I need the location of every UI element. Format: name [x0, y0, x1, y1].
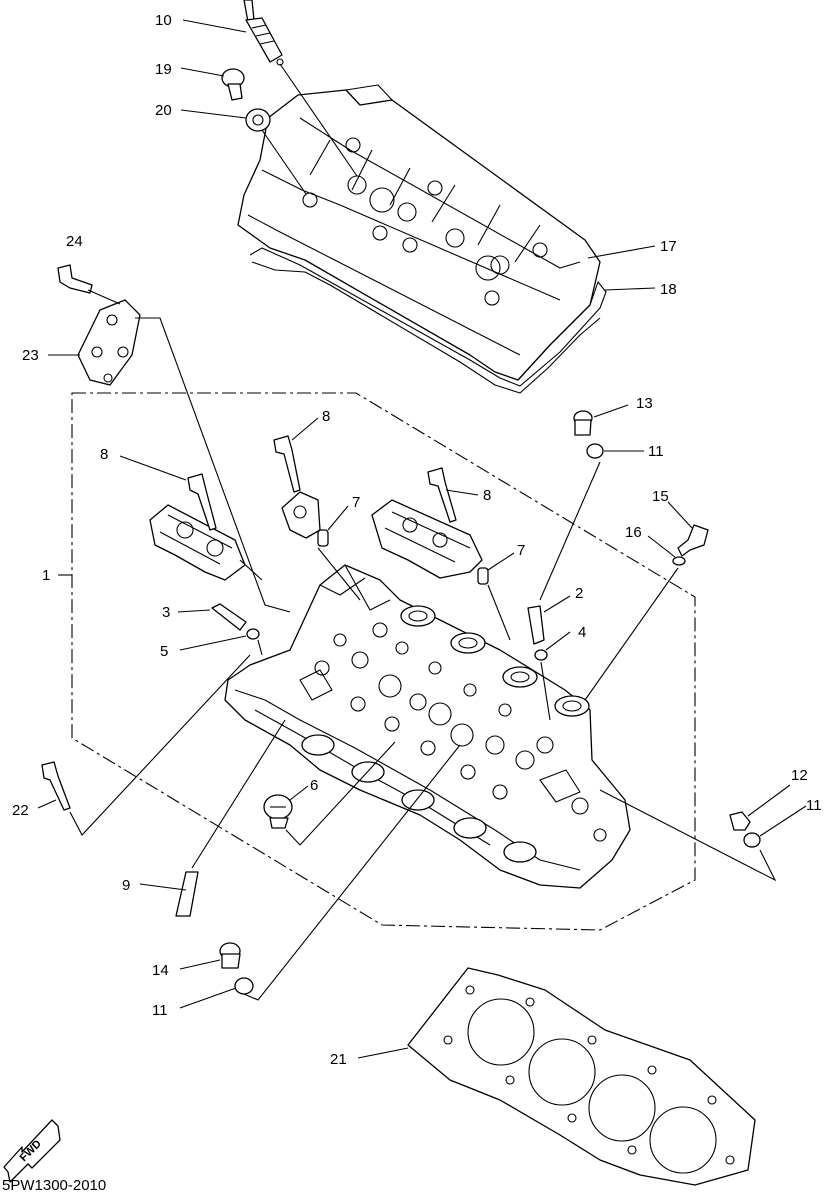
callout-12: 12 [791, 767, 808, 784]
callout-5: 5 [160, 643, 168, 660]
cylinder-head-cover [237, 84, 601, 381]
washer-11-top [586, 443, 604, 459]
callout-8-left: 8 [100, 446, 108, 463]
bolt-12 [729, 811, 751, 831]
spark-plug [243, 0, 284, 66]
callout-9: 9 [122, 877, 130, 894]
stud-3 [211, 603, 247, 631]
callout-8-right: 8 [483, 487, 491, 504]
bolt-24 [57, 264, 93, 294]
fwd-arrow-icon: FWD [3, 1119, 61, 1183]
callout-1: 1 [42, 567, 50, 584]
diagram-code: 5PW1300-2010 [2, 1177, 106, 1194]
dowel-13 [573, 410, 593, 436]
cap-bolt-8-center [273, 435, 301, 493]
camshaft-cap-right [371, 499, 483, 579]
callout-24: 24 [66, 233, 83, 250]
cylinder-head [224, 564, 631, 889]
washer-11-bottom [234, 977, 254, 995]
cover-bolt [221, 68, 245, 101]
camshaft-cap-left [149, 504, 246, 581]
callout-11-top: 11 [648, 443, 664, 460]
callout-10: 10 [155, 12, 172, 29]
cover-plate [77, 299, 141, 386]
o-ring-4 [534, 649, 548, 661]
cover-gasket-grommet [245, 108, 271, 132]
callout-18: 18 [660, 281, 677, 298]
callout-14: 14 [152, 962, 169, 979]
o-ring-5 [246, 628, 260, 640]
callout-19: 19 [155, 61, 172, 78]
callout-20: 20 [155, 102, 172, 119]
cylinder-head-gasket [407, 967, 756, 1186]
plug-6 [263, 794, 293, 829]
callout-13: 13 [636, 395, 653, 412]
cap-bolt-8-left [187, 473, 217, 531]
dowel-14 [219, 942, 241, 969]
bolt-15 [677, 524, 709, 557]
washer-11-right [743, 832, 761, 848]
callout-11-bottom: 11 [152, 1002, 168, 1019]
callout-17: 17 [660, 238, 677, 255]
stud-9 [175, 871, 199, 917]
callout-6: 6 [310, 777, 318, 794]
callout-8-center: 8 [322, 408, 330, 425]
dowel-pin-7-right [477, 567, 489, 585]
bolt-22 [41, 761, 71, 811]
callout-23: 23 [22, 347, 39, 364]
callout-22: 22 [12, 802, 29, 819]
cap-bolt-8-right [427, 467, 457, 523]
callout-16: 16 [625, 524, 642, 541]
callout-15: 15 [652, 488, 669, 505]
callout-7-left: 7 [352, 494, 360, 511]
callout-21: 21 [330, 1051, 347, 1068]
camshaft-cap-center [281, 491, 321, 539]
callout-2: 2 [575, 585, 583, 602]
callout-4: 4 [578, 624, 586, 641]
cover-gasket [249, 247, 607, 387]
washer-16 [672, 556, 686, 566]
callout-labels: 10 19 20 17 18 24 23 13 11 8 8 8 15 16 7… [12, 12, 822, 1068]
leader-lines [37, 19, 807, 1059]
callout-3: 3 [162, 604, 170, 621]
dowel-pin-7-left [317, 529, 329, 547]
callout-7-right: 7 [517, 542, 525, 559]
stud-2 [527, 605, 545, 645]
callout-11-right: 11 [806, 797, 822, 814]
